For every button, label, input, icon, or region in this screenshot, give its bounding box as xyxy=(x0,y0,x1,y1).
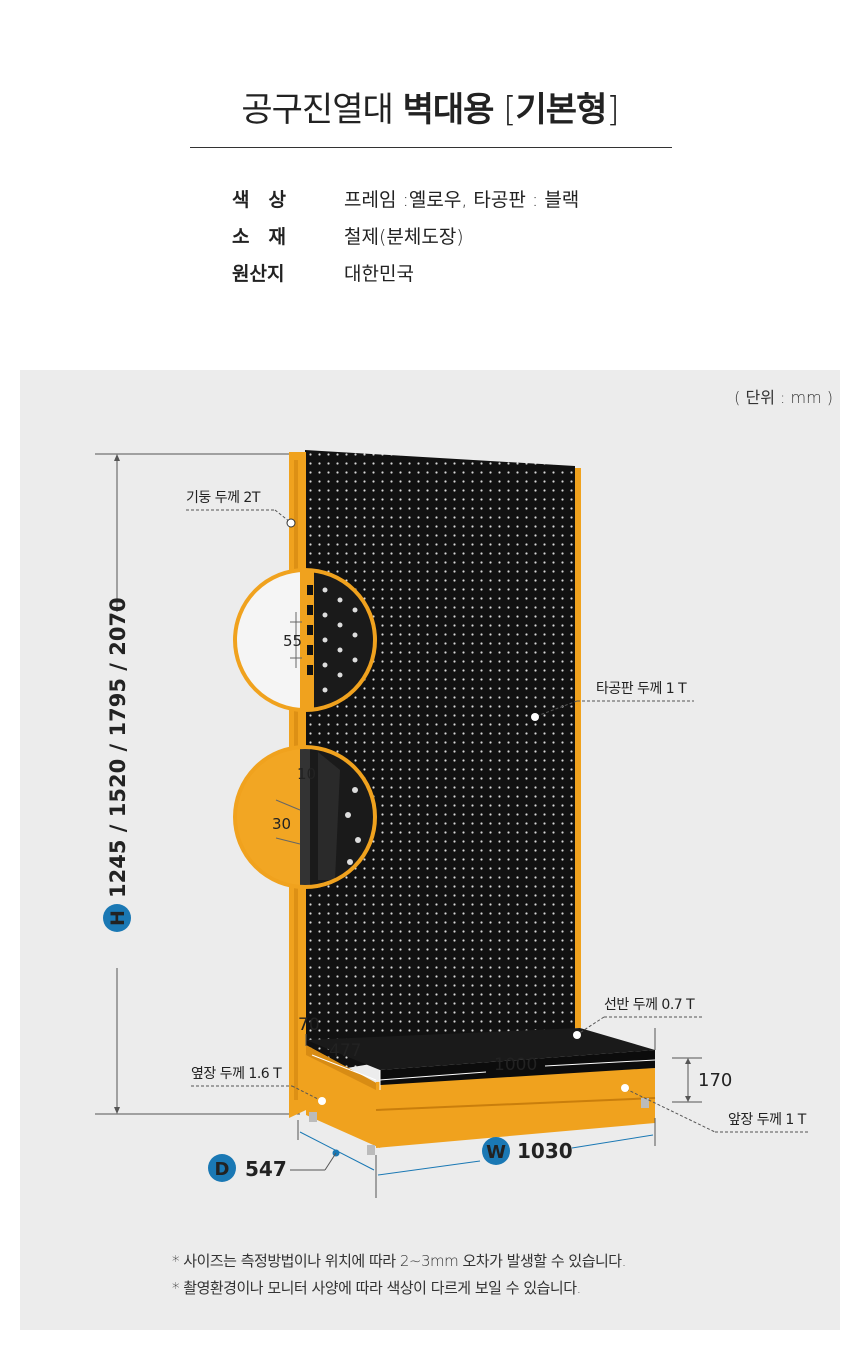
slot-30-label: 30 xyxy=(272,815,291,833)
callout-shelf: 선반 두께 0.7 T xyxy=(573,997,702,1039)
callout-column: 기둥 두께 2T xyxy=(186,490,296,528)
callout-front-panel: 앞장 두께 1 T xyxy=(621,1084,810,1133)
base-front-height-label: 170 xyxy=(698,1070,732,1091)
callout-side-panel: 옆장 두께 1.6 T xyxy=(191,1066,326,1105)
note-color-variance: * 촬영환경이나 모니터 사양에 따라 색상이 다르게 보일 수 있습니다. xyxy=(172,1279,581,1297)
shelf-dimensions: 477 1000 70 xyxy=(298,1015,656,1090)
spec-label: 소 재 xyxy=(232,226,286,248)
product-title: 공구진열대 벽대용 [기본형] xyxy=(241,90,619,130)
note-size-tolerance: * 사이즈는 측정방법이나 위치에 따라 2~3mm 오차가 발생할 수 있습니… xyxy=(172,1252,626,1270)
depth-badge xyxy=(208,1154,236,1182)
height-badge xyxy=(103,904,131,932)
title-divider xyxy=(190,147,672,148)
pegboard-thickness-label: 타공판 두께 1 T xyxy=(596,681,687,697)
base-side-height-label: 70 xyxy=(298,1015,320,1035)
column-thickness-label: 기둥 두께 2T xyxy=(186,490,261,506)
pegboard xyxy=(305,450,575,1075)
front-panel xyxy=(376,1098,655,1148)
foot xyxy=(367,1145,375,1155)
detail-hole-pitch: 55 xyxy=(233,568,377,712)
foot xyxy=(309,1112,317,1122)
width-dimension: W 1030 xyxy=(375,1118,656,1198)
height-dimension xyxy=(95,453,300,1115)
spec-label: 색 상 xyxy=(232,189,286,211)
depth-value: 547 xyxy=(245,1157,287,1181)
width-badge-letter: W xyxy=(486,1142,506,1163)
shelf-depth-label: 477 xyxy=(329,1041,361,1061)
shelf xyxy=(306,1028,655,1070)
side-panel-thickness-label: 옆장 두께 1.6 T xyxy=(191,1066,282,1082)
height-badge-letter: H xyxy=(107,910,129,926)
depth-badge-letter: D xyxy=(215,1159,230,1180)
right-upright xyxy=(575,468,581,1028)
width-value: 1030 xyxy=(517,1139,573,1163)
spec-value: 프레임 :옐로우, 타공판 : 블랙 xyxy=(344,189,580,211)
foot xyxy=(641,1098,649,1108)
spec-value: 대한민국 xyxy=(344,263,414,285)
depth-dimension: D 547 xyxy=(208,1120,375,1182)
height-values: 1245 / 1520 / 1795 / 2070 xyxy=(106,597,130,898)
shelf-width-label: 1000 xyxy=(494,1055,537,1075)
front-panel-thickness-label: 앞장 두께 1 T xyxy=(728,1112,807,1128)
unit-label: ( 단위 : mm ) xyxy=(734,388,833,407)
width-badge xyxy=(482,1137,510,1165)
base-height-dimension: 170 xyxy=(672,1057,732,1103)
side-panel xyxy=(306,1045,380,1148)
hole-pitch-label: 55 xyxy=(283,632,302,650)
slot-10-label: 10 xyxy=(297,765,316,783)
shelf-thickness-label: 선반 두께 0.7 T xyxy=(604,997,695,1013)
detail-slot: 10 30 xyxy=(233,745,377,889)
spec-label: 원산지 xyxy=(232,263,285,285)
spec-value: 철제(분체도장) xyxy=(344,226,464,248)
callout-pegboard: 타공판 두께 1 T xyxy=(531,681,694,721)
